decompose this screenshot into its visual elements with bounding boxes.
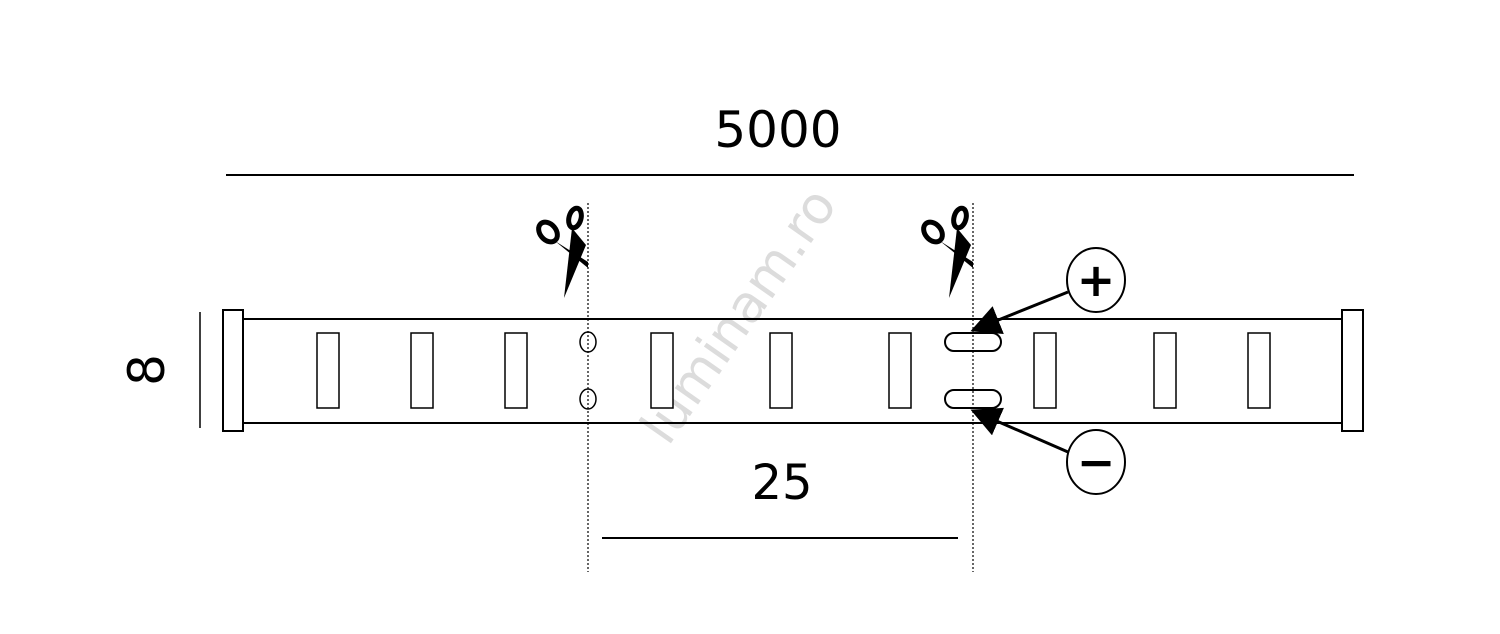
positive-callout	[1066, 247, 1126, 313]
segment-length-label: 25	[751, 455, 812, 511]
led-chip	[504, 332, 528, 409]
end-cap-right	[1341, 309, 1364, 432]
led-chip	[888, 332, 912, 409]
led-chip	[1153, 332, 1177, 409]
negative-callout	[1066, 429, 1126, 495]
end-cap-left	[222, 309, 244, 432]
negative-arrow	[970, 407, 1069, 454]
led-chip	[650, 332, 674, 409]
watermark: luminam.ro	[630, 177, 849, 454]
led-chip	[316, 332, 340, 409]
total-length-label: 5000	[714, 101, 841, 159]
led-chips	[316, 332, 1271, 409]
led-strip	[222, 309, 1364, 432]
scissors-icon	[536, 205, 588, 298]
led-chip	[410, 332, 434, 409]
led-chip	[769, 332, 793, 409]
width-label: 8	[118, 354, 176, 386]
positive-symbol: +	[1077, 253, 1116, 307]
positive-arrow	[970, 290, 1069, 334]
led-chip	[1247, 332, 1271, 409]
scissors-icon	[921, 205, 973, 298]
negative-symbol: −	[1077, 435, 1116, 489]
led-chip	[1033, 332, 1057, 409]
